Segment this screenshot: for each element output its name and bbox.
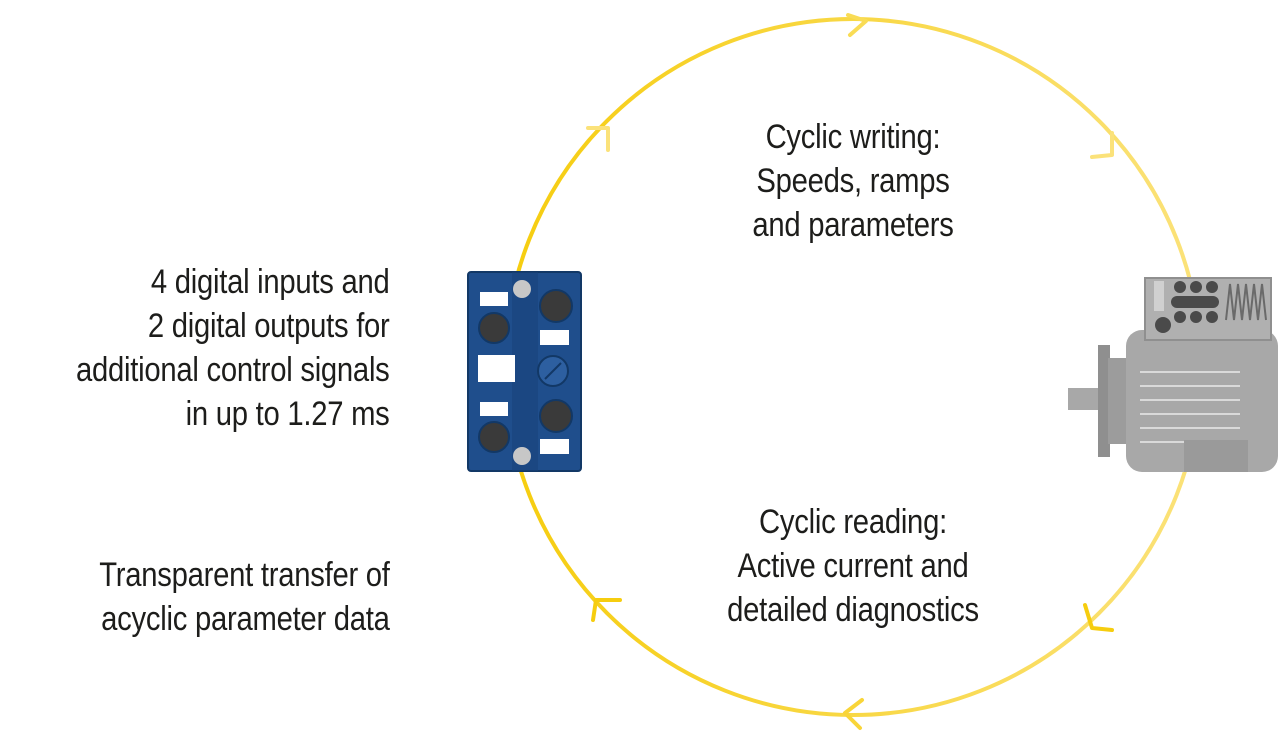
motor-icon	[1068, 277, 1278, 472]
cycle-arrow-bottom-left	[591, 598, 622, 622]
cyclic-writing-line-2: Speeds, ramps	[756, 162, 950, 200]
cyclic-reading-label: Cyclic reading: Active current and detai…	[698, 500, 1008, 632]
io-signals-line-2: 2 digital outputs for	[148, 307, 390, 345]
io-signals-line-4: in up to 1.27 ms	[186, 395, 390, 433]
io-signals-line-3: additional control signals	[76, 351, 390, 389]
cycle-arrow-top-right	[1090, 131, 1114, 159]
acyclic-line-2: acyclic parameter data	[101, 600, 391, 638]
cycle-arrow-top	[846, 13, 868, 37]
io-signals-label: 4 digital inputs and 2 digital outputs f…	[76, 260, 390, 436]
io-module-icon	[467, 271, 582, 472]
cycle-arrow-top-left	[586, 126, 610, 152]
cyclic-reading-line-3: detailed diagnostics	[727, 591, 979, 629]
cyclic-writing-label: Cyclic writing: Speeds, ramps and parame…	[724, 115, 982, 247]
io-signals-line-1: 4 digital inputs and	[151, 263, 390, 301]
cyclic-writing-line-1: Cyclic writing:	[765, 118, 941, 156]
cycle-arrow-bottom-right	[1083, 603, 1114, 632]
cyclic-writing-line-3: and parameters	[752, 206, 954, 244]
cyclic-reading-line-1: Cyclic reading:	[759, 503, 947, 541]
cycle-arrow-bottom	[843, 698, 864, 730]
acyclic-line-1: Transparent transfer of	[99, 556, 391, 594]
cyclic-reading-line-2: Active current and	[737, 547, 969, 585]
acyclic-label: Transparent transfer of acyclic paramete…	[99, 553, 391, 641]
